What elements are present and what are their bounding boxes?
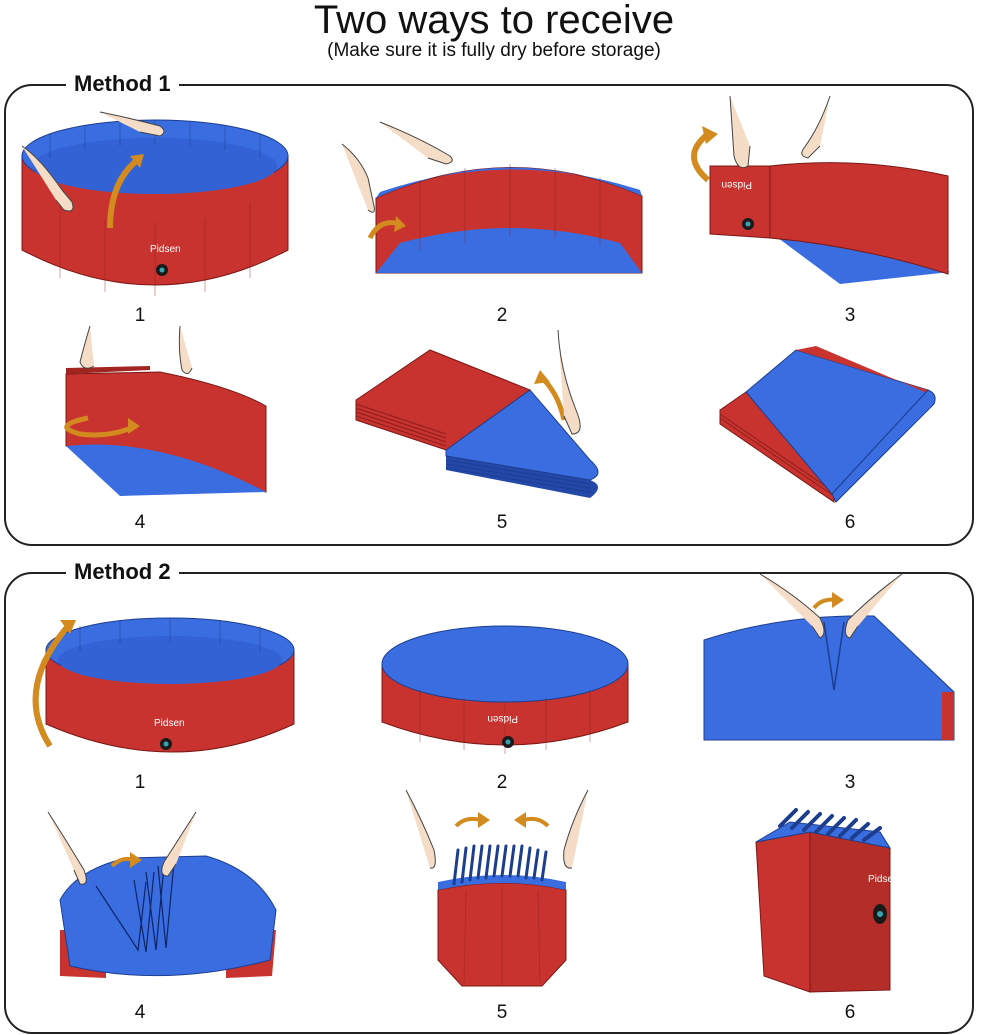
method-1-step-3-illustration: Pidsen xyxy=(691,95,950,284)
method-2-step-1-number: 1 xyxy=(134,772,146,793)
method-1-label: Method 1 xyxy=(66,71,179,97)
brand-logo: Pidsen xyxy=(154,718,185,729)
method-2-step-1-illustration: Pidsen xyxy=(32,617,295,753)
method-2-step-4-illustration xyxy=(47,811,277,978)
method-1-step-6-number: 6 xyxy=(844,512,856,533)
method-1-step-6-illustration xyxy=(719,346,936,503)
method-1-step-5-illustration xyxy=(355,329,599,498)
brand-logo: Pidsen xyxy=(868,874,899,885)
method-2-step-5-number: 5 xyxy=(496,1002,508,1023)
method-1-step-4-illustration xyxy=(64,325,267,496)
method-1-step-2-number: 2 xyxy=(496,305,508,326)
method-2-step-2-number: 2 xyxy=(496,772,508,793)
method-2-label: Method 2 xyxy=(66,559,179,585)
method-1-step-3-number: 3 xyxy=(844,305,856,326)
method-2-step-6-number: 6 xyxy=(844,1002,856,1023)
method-2-step-6-illustration: Pidsen xyxy=(755,808,899,993)
method-2-step-4-number: 4 xyxy=(134,1002,146,1023)
method-2-step-5-illustration xyxy=(405,789,589,987)
method-1-step-1-number: 1 xyxy=(134,305,146,326)
page-title: Two ways to receive xyxy=(313,0,675,42)
method-1-step-1-illustration: Pidsen xyxy=(21,111,289,296)
method-1-step-5-number: 5 xyxy=(496,512,508,533)
brand-logo: Pidsen xyxy=(721,179,752,190)
method-2-step-2-illustration: Pidsen xyxy=(381,625,629,754)
page-subtitle: (Make sure it is fully dry before storag… xyxy=(327,40,661,61)
brand-logo: Pidsen xyxy=(150,244,181,255)
method-2-step-3-number: 3 xyxy=(844,772,856,793)
method-2-step-3-illustration xyxy=(703,573,955,741)
method-1-step-4-number: 4 xyxy=(134,512,146,533)
method-1-step-2-illustration xyxy=(341,121,643,274)
brand-logo: Pidsen xyxy=(487,713,518,724)
